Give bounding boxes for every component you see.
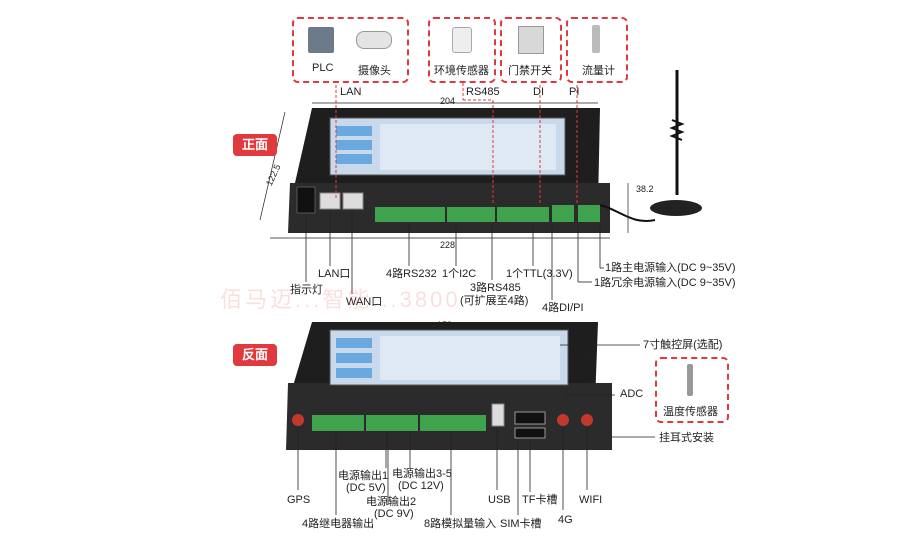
pwr1-line1-label: 电源输出1 — [338, 470, 389, 482]
adc-label: ADC — [620, 388, 644, 400]
i2c-label: 1个I2C — [442, 268, 477, 280]
camera-icon — [356, 31, 392, 49]
plc-label: PLC — [312, 62, 334, 74]
temp-sensor-label: 温度传感器 — [663, 406, 718, 418]
bus-di-label: DI — [533, 86, 544, 98]
rs485-line2-label: (可扩展至4路) — [460, 295, 529, 307]
dim-width-bottom: 228 — [440, 240, 456, 250]
rs485-line1-label: 3路RS485 — [470, 282, 521, 294]
power-redundant-label: 1路冗余电源输入(DC 9~35V) — [594, 277, 736, 289]
flowmeter-box: 流量计 — [566, 17, 628, 83]
dipi-label: 4路DI/PI — [542, 302, 584, 314]
gps-label: GPS — [287, 494, 311, 506]
g4-label: 4G — [558, 514, 573, 526]
analog-label: 8路模拟量输入 — [424, 518, 497, 530]
dim-width-top: 204 — [440, 96, 456, 106]
dim-screen-w: 153 — [437, 320, 453, 330]
front-tag: 正面 — [233, 134, 277, 156]
relay-label: 4路继电器输出 — [302, 518, 375, 530]
dim-screen-h: 98 — [584, 350, 595, 360]
bus-lan-label: LAN — [340, 86, 362, 98]
pwr35-line1-label: 电源输出3-5 — [392, 468, 452, 480]
usb-label: USB — [488, 494, 511, 506]
access-box: 门禁开关 — [500, 17, 562, 83]
watermark: 佰马迈...智能...3800 — [220, 287, 461, 312]
pwr1-line2-label: (DC 5V) — [346, 482, 386, 494]
plc-camera-box: PLC 摄像头 — [292, 17, 409, 83]
bus-pi-label: PI — [569, 86, 580, 98]
temp-sensor-box: 温度传感器 — [655, 357, 729, 423]
env-sensor-box: 环境传感器 — [428, 17, 496, 83]
wan-port-label: WAN口 — [346, 296, 383, 308]
tf-label: TF卡槽 — [522, 494, 558, 506]
env-sensor-label: 环境传感器 — [434, 65, 489, 77]
flowmeter-icon — [592, 25, 600, 53]
access-label: 门禁开关 — [508, 65, 552, 77]
wifi-label: WIFI — [579, 494, 603, 506]
plc-icon — [308, 27, 334, 53]
env-sensor-icon — [452, 27, 472, 53]
pwr35-line2-label: (DC 12V) — [398, 480, 444, 492]
camera-label: 摄像头 — [358, 65, 391, 77]
touchscreen-label: 7寸触控屏(选配) — [643, 339, 723, 351]
access-switch-icon — [518, 26, 544, 54]
lan-port-label: LAN口 — [318, 268, 351, 280]
pwr2-line2-label: (DC 9V) — [374, 508, 414, 520]
ear-mount-label: 挂耳式安装 — [659, 432, 714, 444]
flowmeter-label: 流量计 — [582, 65, 615, 77]
dim-height: 38.2 — [636, 184, 654, 194]
back-tag: 反面 — [233, 344, 277, 366]
pwr2-line1-label: 电源输出2 — [366, 496, 417, 508]
temp-sensor-icon — [687, 364, 693, 396]
rs232-label: 4路RS232 — [386, 268, 437, 280]
bus-rs485-label: RS485 — [466, 86, 500, 98]
ttl-label: 1个TTL(3.3V) — [506, 268, 573, 280]
sim-label: SIM卡槽 — [500, 518, 542, 530]
indicator-label: 指示灯 — [290, 284, 323, 296]
power-main-label: 1路主电源输入(DC 9~35V) — [605, 262, 736, 274]
